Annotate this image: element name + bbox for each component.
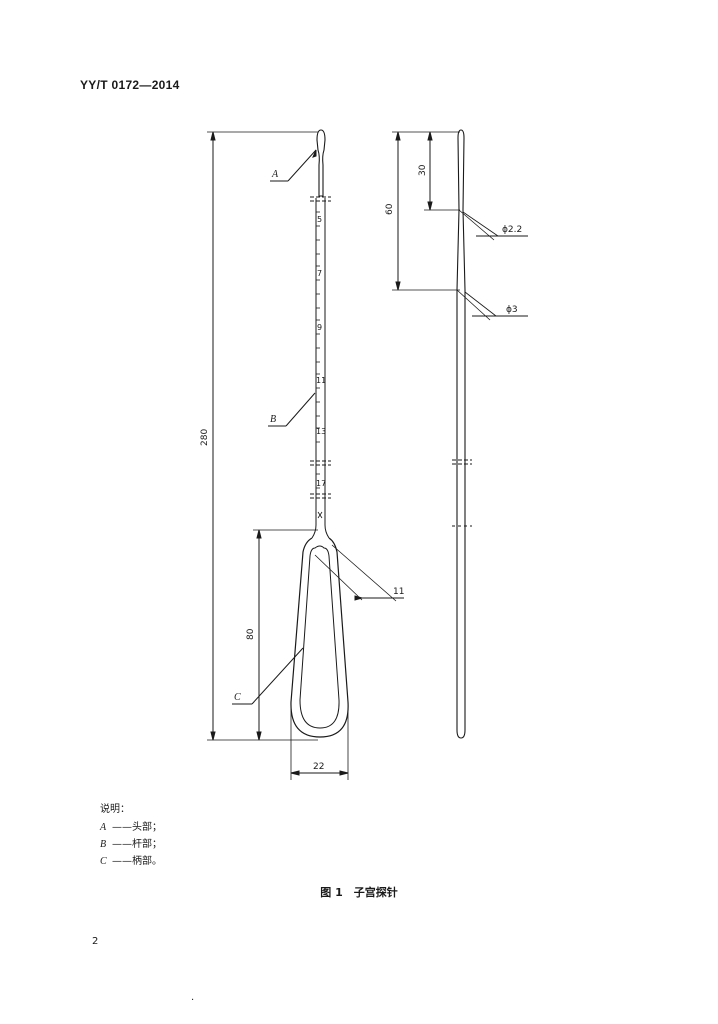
legend-key: B (100, 839, 107, 850)
dim-11-line (331, 544, 397, 602)
probe-handle-outer (290, 537, 349, 738)
figure-caption: 图 1 子宫探针 (320, 886, 398, 899)
legend-title: 说明： (100, 804, 130, 815)
dim-11-text: 11 (393, 587, 404, 597)
scale-number: 7 (317, 269, 322, 278)
probe-neck-left (311, 510, 317, 539)
side-profile (456, 129, 466, 739)
dim-phi22-line (458, 209, 495, 241)
dim-phi3-line (456, 289, 491, 321)
dim-60-text: 60 (385, 203, 395, 215)
legend-item-b: B ——杆部； (100, 838, 162, 852)
dim-30-text: 30 (418, 164, 428, 176)
dim-80-text: 80 (246, 628, 256, 640)
legend-text: ——柄部。 (112, 856, 162, 867)
label-b: B (270, 414, 276, 425)
scale-number: 11 (316, 376, 326, 385)
legend-key: C (100, 856, 107, 867)
page-number: 2 (92, 936, 99, 947)
label-a: A (271, 169, 279, 180)
legend-item-c: C ——柄部。 (100, 855, 162, 869)
scale-number: 13 (316, 427, 326, 436)
dim-22-text: 22 (313, 762, 324, 772)
scale-number: 17 (316, 479, 326, 488)
legend-item-a: A ——头部； (100, 821, 162, 835)
legend-key: A (100, 822, 107, 833)
probe-head (316, 129, 326, 197)
probe-neck-right (324, 510, 330, 539)
probe-handle-inner (299, 545, 340, 729)
standard-code: YY/T 0172—2014 (80, 78, 180, 92)
dim-phi3-text: ϕ3 (506, 305, 518, 315)
legend-text: ——杆部； (112, 839, 162, 850)
scale-number: 5 (317, 215, 322, 224)
footer-mark: . (191, 992, 195, 1003)
dim-280-text: 280 (200, 429, 210, 446)
legend-text: ——头部； (112, 822, 162, 833)
scale-number: 9 (317, 323, 322, 332)
scale-ticks (316, 211, 320, 489)
label-c: C (234, 692, 241, 703)
dim-phi22-text: ϕ2.2 (502, 225, 522, 235)
